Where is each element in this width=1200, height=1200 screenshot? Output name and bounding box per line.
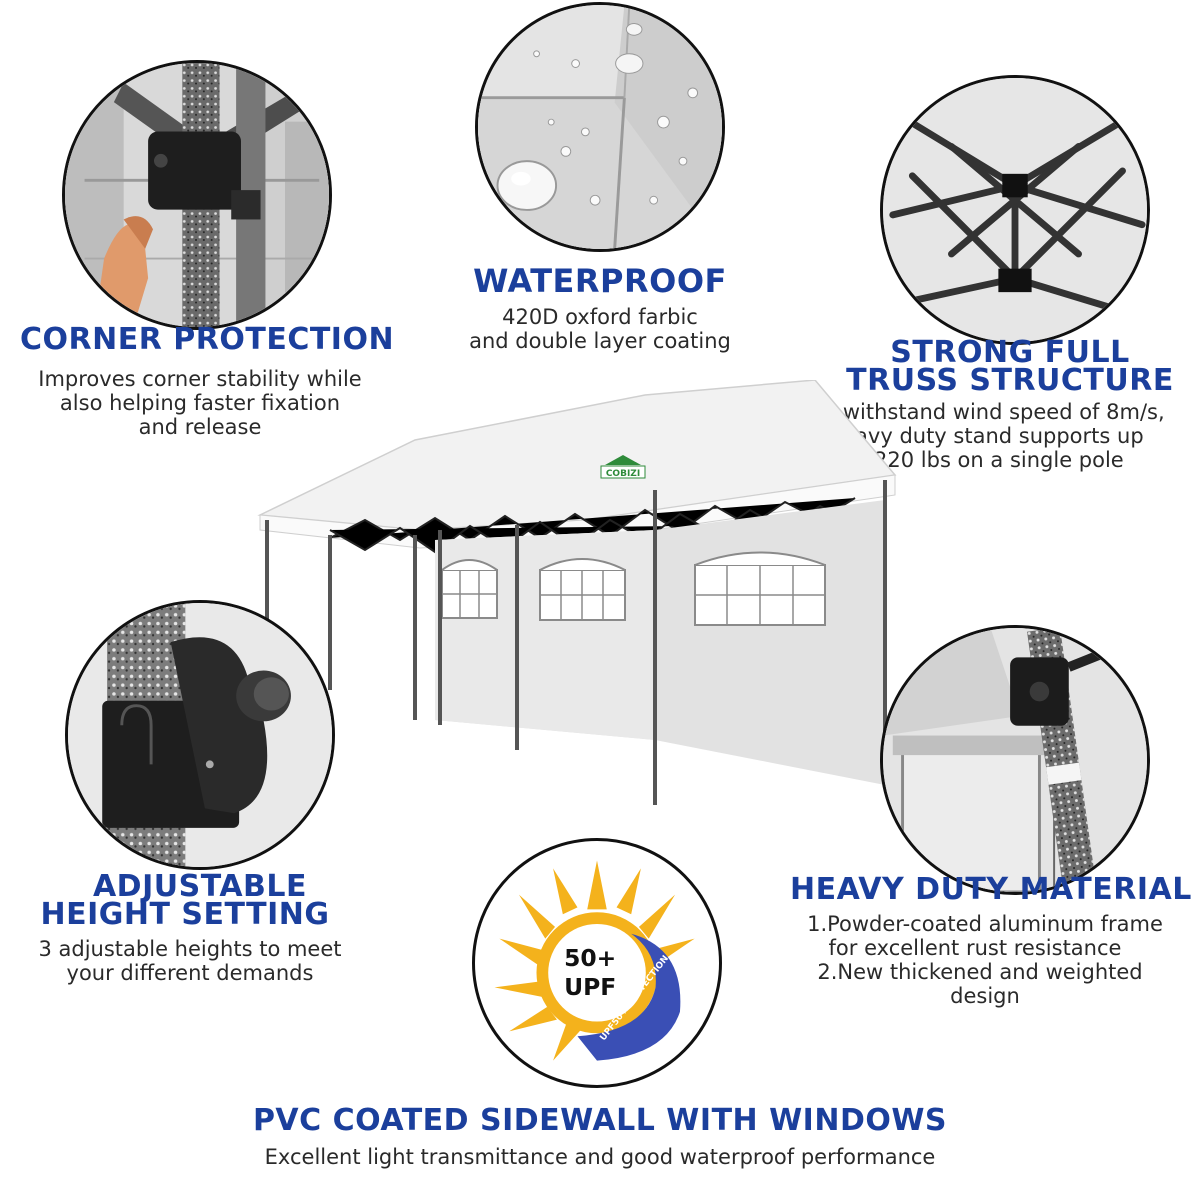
waterproof-title: WATERPROOF [473, 262, 727, 300]
corner-protection-desc-line-3: and release [138, 415, 262, 439]
height-lock-illustration [68, 603, 332, 867]
height-setting-title-line-2: HEIGHT SETTING [40, 897, 330, 932]
brand-logo: COBIZI [606, 469, 640, 479]
water-droplets-illustration [478, 5, 722, 249]
height-setting-title-line-1: ADJUSTABLE [92, 869, 308, 904]
corner-protection-desc-line-1: Improves corner stability while [38, 367, 362, 391]
frame-joint-illustration [883, 628, 1147, 892]
corner-protection-image [62, 60, 332, 330]
truss-structure-desc-line-3: to 220 lbs on a single pole [846, 448, 1124, 472]
heavy-duty-material-desc-line-3: 2.New thickened and weighted [817, 960, 1143, 984]
upf-sun-graphic: 50+ UPF UPF50+ PROTECTION [494, 860, 695, 1061]
truss-structure-desc-line-1: Can withstand wind speed of 8m/s, [795, 400, 1165, 424]
heavy-duty-material-desc-line-4: design [950, 984, 1020, 1008]
truss-structure-desc-line-2: Heavy duty stand supports up [826, 424, 1144, 448]
corner-protection-desc-line-2: also helping faster fixation [59, 391, 341, 415]
waterproof-fabric-image [475, 2, 725, 252]
truss-structure-title-line-2: TRUSS STRUCTURE [846, 363, 1174, 398]
height-setting-desc-line-1: 3 adjustable heights to meet [38, 937, 342, 961]
corner-protection-title: CORNER PROTECTION [20, 322, 395, 357]
heavy-duty-material-desc-line-1: 1.Powder-coated aluminum frame [807, 912, 1163, 936]
height-adjust-image [65, 600, 335, 870]
truss-structure-title-line-1: STRONG FULL [890, 335, 1130, 370]
sidewall-title: PVC COATED SIDEWALL WITH WINDOWS [252, 1103, 948, 1138]
waterproof-desc-line-2: and double layer coating [469, 329, 731, 353]
corner-bracket-illustration [65, 63, 329, 327]
truss-structure-image [880, 75, 1150, 345]
heavy-duty-material-title: HEAVY DUTY MATERIAL [790, 872, 1192, 907]
heavy-duty-material-image [880, 625, 1150, 895]
waterproof-desc-line-1: 420D oxford farbic [502, 305, 698, 329]
upf-unit: UPF [564, 973, 616, 1001]
sidewall-desc: Excellent light transmittance and good w… [264, 1145, 936, 1169]
upf-number: 50+ [564, 944, 616, 972]
heavy-duty-material-desc-line-2: for excellent rust resistance [828, 936, 1122, 960]
truss-frame-illustration [883, 78, 1147, 342]
upf-badge: 50+ UPF UPF50+ PROTECTION [472, 838, 722, 1088]
canopy-tent-illustration: COBIZI [257, 380, 897, 805]
height-setting-desc-line-2: your different demands [66, 961, 314, 985]
